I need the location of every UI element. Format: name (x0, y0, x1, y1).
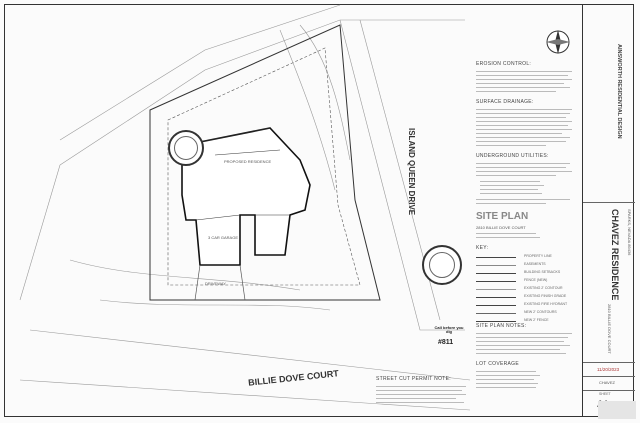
property-line (149, 24, 381, 301)
site-plan-notes-title: SITE PLAN NOTES: (476, 323, 527, 329)
surveyor-seal-left (168, 130, 204, 166)
key-item: NEW 2' CONTOURS (524, 310, 557, 314)
title-block: AINSWORTH RESIDENTIAL DESIGN CHAVEZ RESI… (582, 4, 635, 417)
utilities-title: UNDERGROUND UTILITIES: (476, 153, 549, 159)
street-label-right: ISLAND QUEEN DRIVE (407, 128, 416, 216)
date-value: 11/20/2023 (597, 367, 620, 372)
key-item: BUILDING SETBACKS (524, 270, 561, 274)
client-value: CHAVEZ (599, 380, 615, 385)
sheet-border (4, 4, 634, 417)
site-plan-title: SITE PLAN (476, 211, 529, 222)
erosion-title: EROSION CONTROL: (476, 61, 532, 67)
driveway-label: DRIVEWAY (205, 281, 226, 286)
sheet-label: SHEET (599, 392, 611, 396)
lot-coverage-title: LOT COVERAGE (476, 361, 519, 367)
dwelling-label: PROPOSED RESIDENCE (224, 159, 272, 164)
call-number: #811 (438, 339, 454, 346)
residence-footprint (181, 127, 311, 266)
garage-label: 3 CAR GARAGE (208, 235, 239, 240)
designer-name: AINSWORTH RESIDENTIAL DESIGN (616, 44, 622, 139)
watermark-logo (598, 401, 636, 419)
key-item: NEW 2' FENCE (524, 318, 549, 322)
call-before-you-dig-logo: Call before you dig #811 (432, 326, 466, 350)
key-item: EXISTING FIRE HYDRANT (524, 302, 568, 306)
key-item: EXISTING FINISH GRADE (524, 294, 567, 298)
north-arrow (546, 30, 570, 54)
key-item: EASEMENTS (524, 262, 546, 266)
key-item: FENCE (NEW) (524, 278, 548, 282)
driveway (194, 264, 246, 301)
key-item: EXISTING 2' CONTOUR (524, 286, 563, 290)
site-plan-address: 2810 BILLIE DOVE COURT (476, 225, 526, 230)
key-item: PROPERTY LINE (524, 254, 552, 258)
permit-title: STREET CUT PERMIT NOTE: (376, 376, 451, 382)
project-city: SPARKS, NEVADA 89436 (627, 209, 632, 256)
call-text: Call before you dig (434, 325, 464, 334)
project-street: 2810 BILLIE DOVE COURT (607, 304, 612, 354)
surveyor-seal-right (422, 245, 462, 285)
project-name: CHAVEZ RESIDENCE (610, 209, 620, 301)
notes-column: EROSION CONTROL: SURFACE DRAINAGE: UNDER… (472, 62, 582, 417)
drainage-title: SURFACE DRAINAGE: (476, 99, 534, 105)
key-title: KEY: (476, 245, 489, 251)
